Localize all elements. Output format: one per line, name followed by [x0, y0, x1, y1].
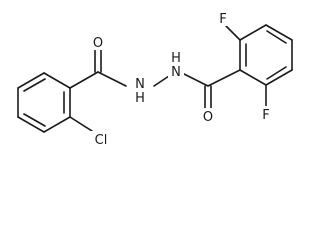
bond-c-n-left [97, 71, 127, 87]
bond-ring-left [17, 72, 45, 89]
bond-ring-right [239, 24, 267, 41]
bond-ring-right [265, 24, 293, 41]
oxygen-left-label: O [93, 36, 103, 51]
bond-ring-right [239, 69, 267, 86]
bond-n-c-right [179, 71, 209, 87]
oxygen-left: O [91, 34, 105, 51]
oxygen-right-label: O [203, 110, 213, 125]
chlorine-label: Cl [95, 133, 108, 148]
bond-ring-right [265, 69, 293, 86]
bond-ring-left-double [23, 113, 46, 127]
fluorine-top: F [216, 10, 230, 27]
fluorine-bottom: F [259, 106, 273, 123]
bond-ring-right-double [266, 30, 287, 44]
bond-ring-left [43, 116, 71, 133]
bond-ring-right-double [266, 66, 287, 80]
bond-layer [17, 24, 293, 133]
fluorine-top-label: F [219, 12, 226, 27]
bond-carbonyl-ring-right [207, 69, 241, 87]
bond-c-cl [69, 116, 93, 132]
bond-ring-left-double [23, 78, 46, 92]
bond-ring-left [17, 116, 45, 133]
oxygen-right: O [201, 108, 215, 125]
chlorine: Cl [90, 131, 112, 148]
bond-ring-left [43, 72, 71, 89]
bond-c-f-top [225, 25, 241, 41]
bond-ring-carbonyl-left [69, 71, 99, 89]
fluorine-bottom-label: F [262, 108, 269, 123]
